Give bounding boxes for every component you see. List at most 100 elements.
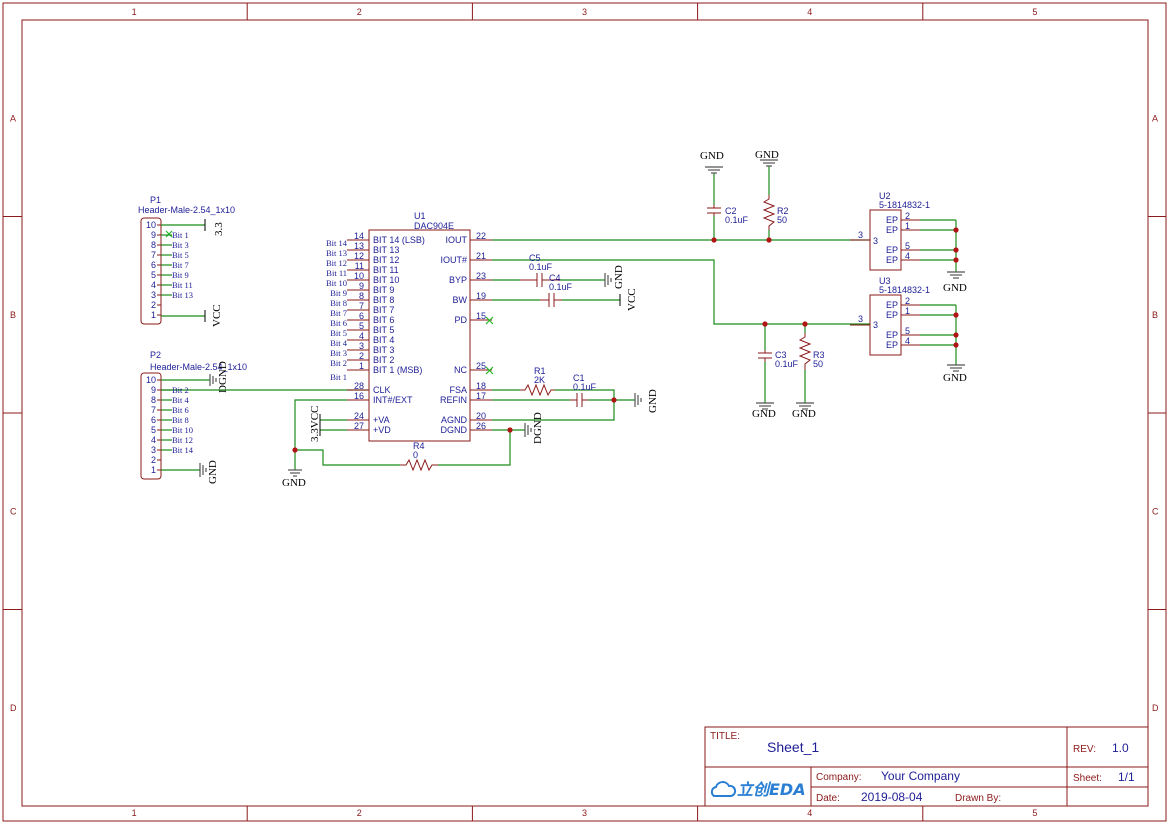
u1-net-label: Bit 5 [330,328,347,338]
r4-resistor[interactable]: R4 0 [400,441,438,472]
r4-value: 0 [413,450,418,460]
r2-resistor[interactable]: R2 50 [762,195,789,230]
p1-body [140,217,162,325]
nc-noconnect [485,366,494,375]
p2-pin-number: 2 [151,455,156,465]
r4-right-wire [438,430,511,466]
gnd-label-byp: GND [613,265,625,289]
u2-body [869,209,902,271]
u1-pin-name: NC [454,365,467,375]
c3-capacitor[interactable]: C3 0.1uF [758,350,799,369]
inner-frame [21,19,1149,807]
u2-pin-number: 2 [905,211,910,221]
u2-value: 5-1814832-1 [879,200,930,210]
u3-body [869,294,902,356]
junction [292,447,298,453]
u1-net-label: Bit 1 [330,372,347,382]
r2-value: 50 [777,215,787,225]
r3-ref: R3 [813,350,825,360]
p2-pin-number: 1 [151,465,156,475]
r2-ref: R2 [777,206,789,216]
c4-capacitor[interactable]: C4 0.1uF [540,273,573,307]
r1-ref: R1 [534,366,546,376]
junction [953,312,959,318]
u3-value: 5-1814832-1 [879,285,930,295]
p1-pin9-noconnect [165,230,173,238]
r1-resistor[interactable]: R1 2K [520,366,555,397]
junction [953,332,959,338]
junction [953,342,959,348]
sheet-label: Sheet: [1073,773,1102,784]
u1-net-label: Bit 13 [326,248,347,258]
p2-net-label: Bit 14 [172,445,194,455]
u2-ref: U2 [879,191,891,201]
date-label: Date: [816,793,840,804]
junction [711,237,717,243]
u2-pin-number: 1 [905,221,910,231]
zone-col-bottom: 1 [132,808,137,818]
u2-pin-number: 4 [905,251,910,261]
c4-ref: C4 [549,273,561,283]
p2-pin-number: 6 [151,415,156,425]
u3-pin-num: 3 [858,314,863,324]
u1-pin-name: BIT 1 (MSB) [373,365,422,375]
u1-pin-number: 12 [354,251,364,261]
u1-pin-number: 18 [476,381,486,391]
p2-dgnd-label: DGND [217,361,229,393]
u1-net-label: Bit 14 [326,238,348,248]
junction [507,427,513,433]
c1-ref: C1 [573,373,585,383]
r4-left-wire [295,449,400,466]
gnd-label-refin: GND [647,389,659,413]
c5-capacitor[interactable]: C5 0.1uF [520,253,560,287]
p2-net-label: Bit 6 [172,405,189,415]
gnd-symbol-u3 [947,364,965,372]
gnd-label-u3: GND [943,372,967,384]
u1-pin-name: +VD [373,425,391,435]
u1-pin-name: BIT 9 [373,285,394,295]
p1-pin-number: 8 [151,240,156,250]
vcc33-label: 3.3VCC [309,406,321,442]
u3-pin-name: EP [886,300,898,310]
gnd-label-c2: GND [700,150,724,162]
r3-resistor[interactable]: R3 50 [798,333,825,370]
intext-gnd-wire [294,399,347,470]
sheet-value: 1/1 [1118,770,1135,784]
u1-pin-number: 11 [355,261,364,271]
p1-pin-number: 4 [151,280,156,290]
u3-ref: U3 [879,276,891,286]
r1-body [520,383,555,397]
p1-pin-number: 6 [151,260,156,270]
company-value: Your Company [881,769,960,783]
c2-capacitor[interactable]: C2 0.1uF [707,205,749,225]
gnd-symbol-c3 [756,402,774,410]
p2-net-label: Bit 10 [172,425,193,435]
p2-pin-number: 4 [151,435,156,445]
junction [766,237,772,243]
p1-net-label: Bit 5 [172,250,189,260]
p2-ref: P2 [150,350,161,360]
zone-row-right: C [1152,506,1159,516]
p1-3v3-label: 3.3 [213,222,225,236]
title-block: TITLE: Sheet_1 REV: 1.0 Company: Your Co… [704,726,1149,807]
u1-pin-name: BIT 12 [373,255,399,265]
zone-col-top: 2 [357,7,362,17]
junction [611,397,617,403]
u1-body [368,229,471,442]
u1-pin-number: 28 [354,381,364,391]
p1-net-label: Bit 3 [172,240,189,250]
zone-row-right: D [1152,703,1159,713]
c1-capacitor[interactable]: C1 0.1uF [570,373,597,407]
u1-pin-number: 2 [359,351,364,361]
p1-net-label: Bit 9 [172,270,189,280]
r2-body [762,195,776,230]
